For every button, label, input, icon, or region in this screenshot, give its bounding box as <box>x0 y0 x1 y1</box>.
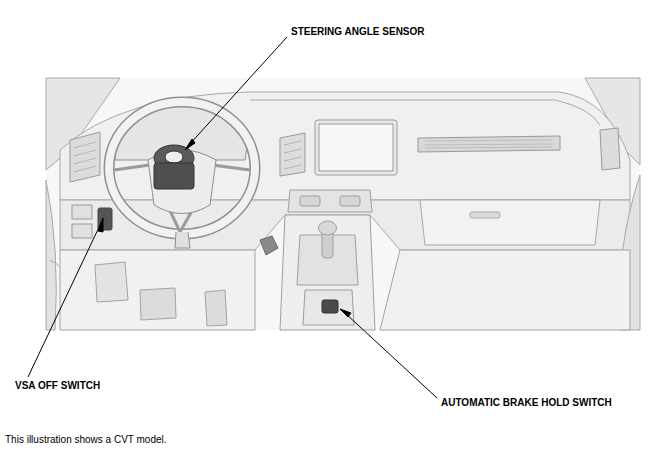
leader-lines <box>28 37 437 398</box>
steering-angle-sensor <box>154 145 194 189</box>
pedals-and-floor <box>60 236 630 330</box>
vsa-off-switch <box>72 205 112 238</box>
part-label: AUTOMATIC BRAKE HOLD SWITCH <box>441 397 612 409</box>
part-label: VSA OFF SWITCH <box>15 380 100 392</box>
part-label: STEERING ANGLE SENSOR <box>291 26 425 38</box>
caption: This illustration shows a CVT model. <box>5 434 167 446</box>
automatic-brake-hold-switch <box>322 300 338 313</box>
center-console <box>280 190 375 330</box>
cabin-background <box>46 78 640 330</box>
steering-wheel <box>109 102 255 248</box>
